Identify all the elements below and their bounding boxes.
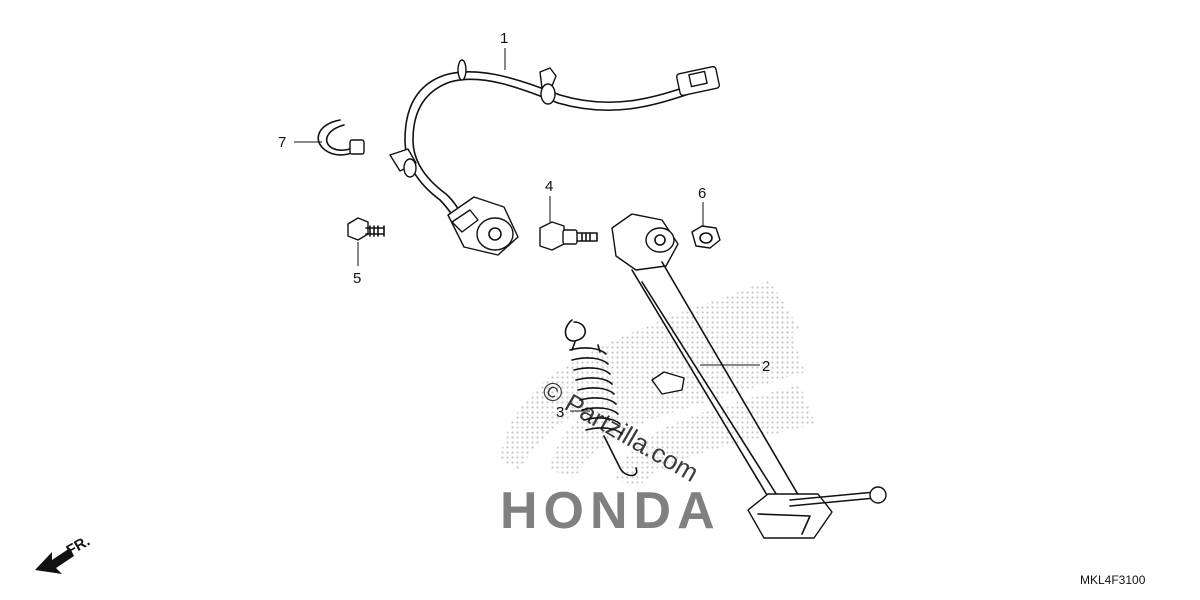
part-3-spring [564,319,638,477]
callout-6: 6 [698,185,706,202]
part-7-clamp-band [294,119,365,156]
callout-4: 4 [545,178,553,195]
part-4-pivot-bolt [539,196,598,251]
part-2-side-stand [611,213,887,539]
callout-7: 7 [278,134,286,151]
watermark-brand-text: HONDA [500,482,721,540]
front-direction-arrow-icon [35,548,74,574]
diagram-code: MKL4F3100 [1080,573,1146,587]
callout-2: 2 [762,358,770,375]
part-6-nut [691,202,721,249]
callout-3: 3 [556,404,564,421]
part-5-bolt [347,217,385,266]
part-1-sidestand-switch-harness [389,59,720,256]
honda-wing-logo-icon: HONDA [500,280,815,540]
callout-1: 1 [500,30,508,47]
callout-5: 5 [353,270,361,287]
